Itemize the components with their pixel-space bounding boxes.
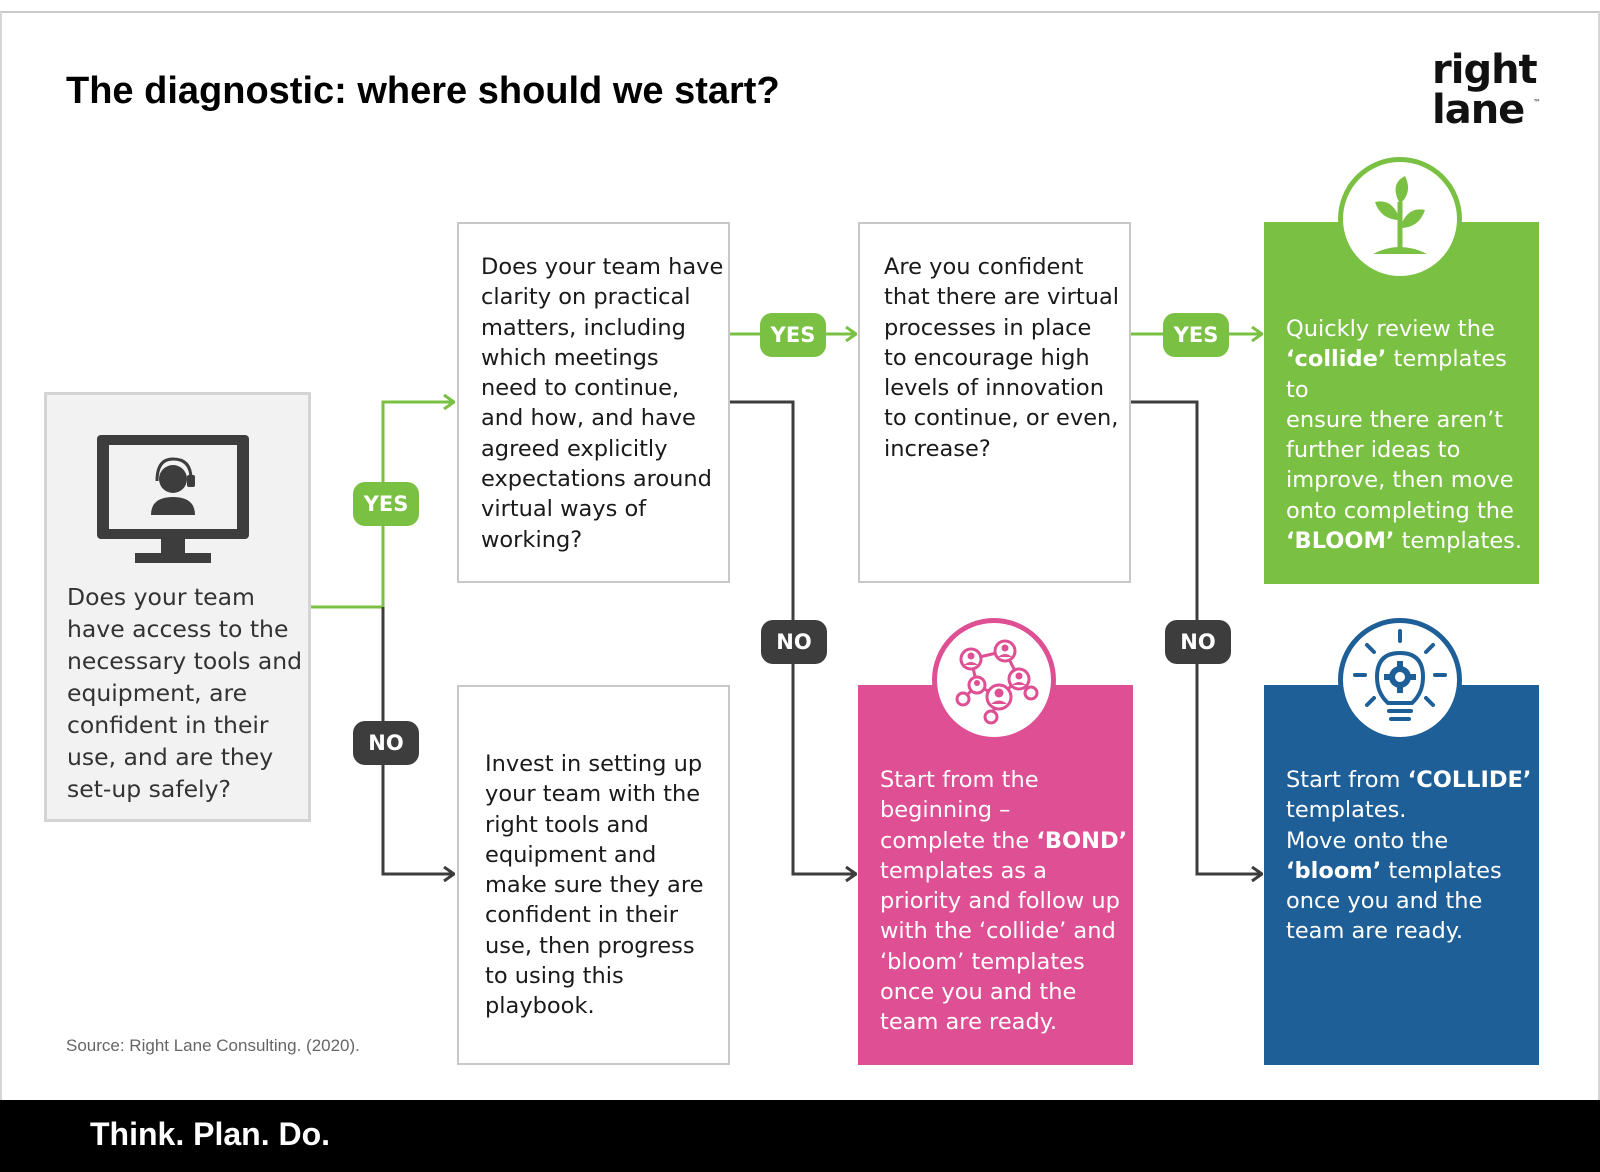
source-note: Source: Right Lane Consulting. (2020).: [66, 1036, 360, 1055]
footer-bar: Think. Plan. Do.: [0, 1100, 1600, 1172]
question-innovation-text: Are you confident that there are virtual…: [884, 254, 1119, 462]
collide-outcome-box: Start from ‘COLLIDE’ templates. Move ont…: [1264, 685, 1539, 1065]
question-practical-matters-box: Does your team have clarity on practical…: [457, 222, 730, 583]
bond-line-rest: complete the: [880, 827, 1037, 854]
collide-line: team are ready.: [1286, 918, 1463, 945]
yes-badge-q3: YES: [1163, 313, 1229, 357]
bond-line: with the ‘collide’ and: [880, 918, 1116, 945]
no-badge-q3: NO: [1165, 620, 1231, 664]
page-title: The diagnostic: where should we start?: [66, 70, 780, 112]
yes-badge-start: YES: [353, 482, 419, 526]
collide-line: Start from ‘COLLIDE’: [1286, 765, 1541, 795]
footer-tagline: Think. Plan. Do.: [90, 1116, 331, 1152]
bloom-line-rest: templates.: [1394, 528, 1523, 555]
bond-line: complete the ‘BOND’: [880, 826, 1135, 856]
question-practical-matters-text: Does your team have clarity on practical…: [481, 254, 724, 553]
collide-line: ‘bloom’ templates: [1286, 856, 1541, 886]
invest-setup-text: Invest in setting up your team with the …: [485, 751, 704, 1020]
lightbulb-gear-icon: [1353, 629, 1447, 721]
logo-trademark: ™: [1533, 98, 1541, 107]
bond-line: beginning –: [880, 797, 1011, 824]
left-border: [0, 12, 2, 1102]
collide-line: once you and the: [1286, 888, 1483, 915]
question-innovation-box: Are you confident that there are virtual…: [858, 222, 1131, 583]
bloom-keyword: ‘BLOOM’: [1286, 528, 1395, 555]
bloom-outcome-text: Quickly review the ‘collide’ templates t…: [1286, 314, 1536, 556]
bloom-line: Quickly review the: [1286, 316, 1495, 342]
collide-keyword: ‘collide’: [1286, 346, 1387, 373]
collide-icon-circle: [1338, 618, 1462, 742]
bloom-line: ‘collide’ templates to: [1286, 344, 1536, 405]
collide-line: templates.: [1286, 797, 1407, 824]
collide-line-rest: Start from: [1286, 767, 1408, 793]
bond-line: once you and the: [880, 979, 1077, 1006]
logo-line-1: right: [1432, 47, 1538, 93]
bond-line: templates as a: [880, 857, 1047, 884]
bloom-keyword: ‘bloom’: [1286, 857, 1382, 884]
collide-line-rest: templates: [1381, 857, 1502, 884]
collide-outcome-text: Start from ‘COLLIDE’ templates. Move ont…: [1286, 765, 1541, 947]
right-lane-logo: right lane ™: [1428, 48, 1548, 138]
bloom-line: ‘BLOOM’ templates.: [1286, 526, 1536, 556]
yes-badge-q2: YES: [760, 313, 826, 357]
logo-line-2: lane: [1432, 87, 1525, 133]
bond-line: team are ready.: [880, 1009, 1057, 1036]
bond-icon-circle: [932, 618, 1056, 742]
bloom-outcome-box: Quickly review the ‘collide’ templates t…: [1264, 222, 1539, 584]
bond-line: ‘bloom’ templates: [880, 948, 1085, 975]
bloom-line: ensure there aren’t: [1286, 406, 1504, 433]
monitor-support-agent-icon: [97, 435, 249, 563]
bloom-line: onto completing the: [1286, 497, 1514, 524]
bond-outcome-text: Start from the beginning – complete the …: [880, 765, 1135, 1038]
connector-start-no: [381, 607, 454, 874]
network-people-icon: [955, 639, 1039, 725]
bond-keyword: ‘BOND’: [1036, 827, 1128, 854]
bloom-line-rest: templates to: [1286, 346, 1507, 403]
bond-outcome-box: Start from the beginning – complete the …: [858, 685, 1133, 1065]
bloom-line: further ideas to: [1286, 437, 1461, 464]
bond-line: priority and follow up: [880, 888, 1120, 915]
no-badge-start: NO: [353, 721, 419, 765]
top-border: [0, 11, 1600, 13]
collide-line: Move onto the: [1286, 827, 1449, 854]
start-question-text: Does your team have access to the necess…: [67, 583, 303, 803]
bloom-line: improve, then move: [1286, 467, 1514, 494]
bloom-icon-circle: [1338, 157, 1462, 281]
collide-keyword: ‘COLLIDE’: [1407, 767, 1532, 793]
plant-sprout-icon: [1373, 176, 1427, 254]
right-border: [1598, 12, 1600, 1102]
invest-setup-box: Invest in setting up your team with the …: [457, 685, 730, 1065]
no-badge-q2: NO: [761, 620, 827, 664]
start-question-box: Does your team have access to the necess…: [44, 392, 311, 822]
bond-line: Start from the: [880, 767, 1039, 793]
